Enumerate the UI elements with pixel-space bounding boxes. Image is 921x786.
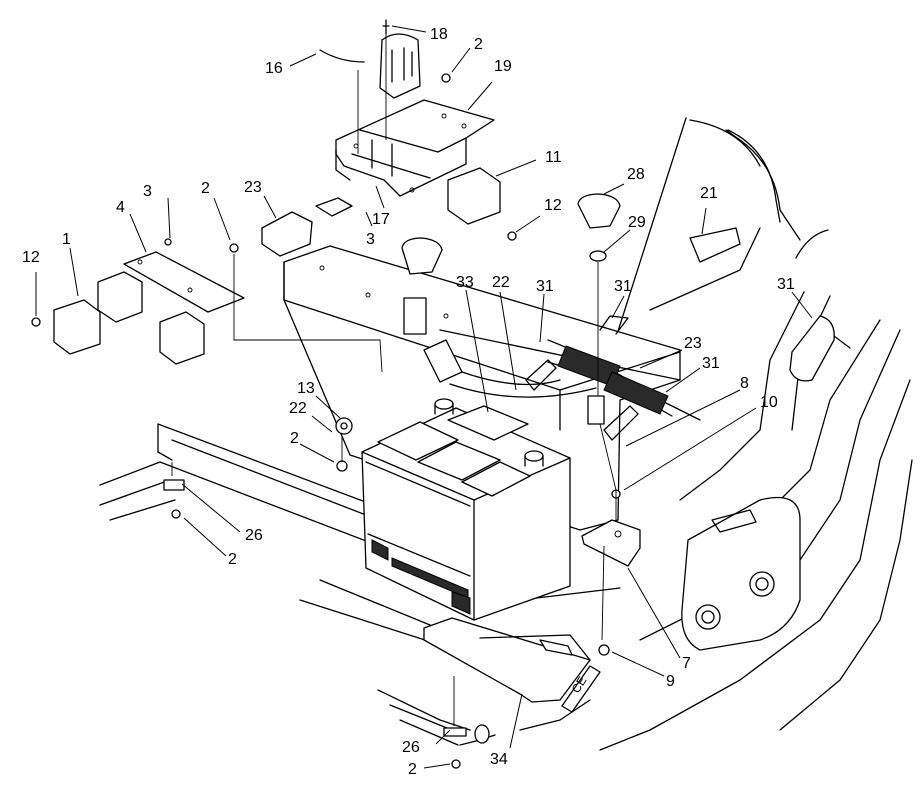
callout-labels: 18 2 16 19 11 28 21 3 2 23 4 1 12 17 3 1… [22, 26, 795, 778]
lower-bracket [423, 617, 591, 703]
callout-2: 2 [474, 36, 483, 53]
callout-33: 33 [456, 274, 474, 291]
callout-3: 3 [366, 231, 375, 248]
callout-22: 22 [492, 274, 510, 291]
leader-lines [35, 25, 813, 769]
callout-19: 19 [494, 58, 512, 75]
callout-31: 31 [536, 278, 554, 295]
callout-28: 28 [627, 166, 645, 183]
callout-10: 10 [760, 394, 778, 411]
callout-1: 1 [62, 231, 71, 248]
callout-22: 22 [289, 400, 307, 417]
callout-17: 17 [372, 211, 390, 228]
callout-23: 23 [244, 179, 262, 196]
cables [319, 49, 851, 441]
callout-2: 2 [201, 180, 210, 197]
callout-29: 29 [628, 214, 646, 231]
callout-2: 2 [408, 761, 417, 778]
callout-12: 12 [22, 249, 40, 266]
callout-34: 34 [490, 751, 508, 768]
callout-16: 16 [265, 60, 283, 77]
callout-31: 31 [777, 276, 795, 293]
hold-down-clamp [581, 519, 641, 567]
terminal-cover [379, 33, 421, 99]
callout-2: 2 [228, 551, 237, 568]
callout-31: 31 [702, 355, 720, 372]
relay-bracket [335, 33, 495, 197]
callout-23: 23 [684, 335, 702, 352]
callout-4: 4 [116, 199, 125, 216]
ce-decal: CE [561, 665, 601, 713]
relays [31, 19, 621, 769]
callout-2: 2 [290, 430, 299, 447]
callout-21: 21 [700, 185, 718, 202]
callout-9: 9 [666, 673, 675, 690]
callout-26: 26 [245, 527, 263, 544]
callout-13: 13 [297, 380, 315, 397]
callout-3: 3 [143, 183, 152, 200]
relay-11 [447, 167, 501, 225]
battery [361, 398, 571, 621]
callout-18: 18 [430, 26, 448, 43]
callout-12: 12 [544, 197, 562, 214]
cable-boot [689, 227, 741, 263]
callout-11: 11 [545, 149, 562, 166]
callout-8: 8 [740, 375, 749, 392]
callout-31: 31 [614, 278, 632, 295]
callout-26: 26 [402, 739, 420, 756]
callout-7: 7 [682, 655, 691, 672]
